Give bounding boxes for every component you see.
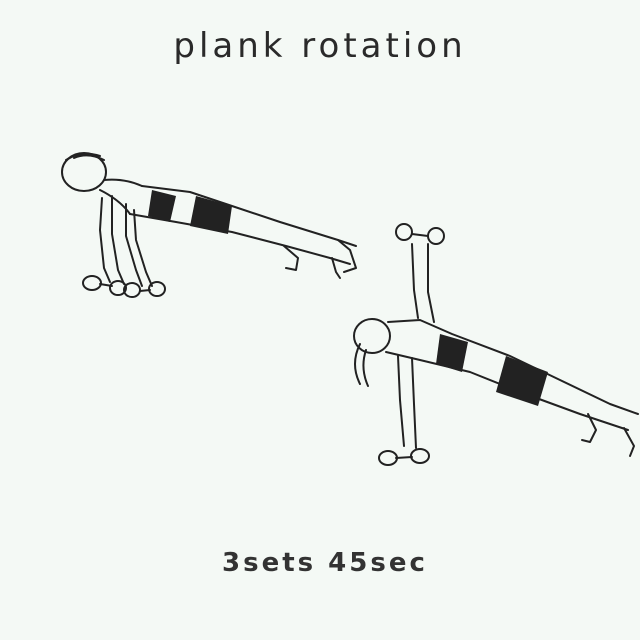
shoulder-line-1 [103,178,143,187]
shorts-2 [496,356,548,406]
caption-container: 3sets 45sec [222,548,502,588]
support-arm-a [397,355,405,447]
foot-2b [623,427,635,457]
top-band-2 [436,334,468,372]
foot-1a [337,239,357,273]
sets-duration-caption: 3sets 45sec [222,548,428,578]
foot-2a [581,413,597,443]
arm-1a [99,197,111,283]
ponytail-2b [362,349,369,387]
top-band-1 [148,190,176,222]
hair-1b [73,154,105,161]
arm-1b [111,195,125,285]
arm-1d [133,209,153,287]
back-line-2 [387,319,639,415]
dumbbell-floor-1 [82,275,127,296]
underside-line-1 [129,213,351,265]
dumbbell-raised [395,223,445,245]
raised-arm-a [411,243,419,319]
dumbbell-floor-2 [123,281,166,298]
hair-1 [65,152,101,161]
figure-plank-rotated [353,223,639,457]
exercise-title: plank rotation [173,26,467,66]
shorts-1 [190,196,232,234]
figure-plank-start [61,152,357,287]
dumbbell-floor-3 [378,448,430,466]
ponytail-2 [354,343,361,385]
support-arm-b [411,357,417,449]
underside-line-2 [385,351,629,431]
chest-line-1 [99,189,131,215]
head-2 [353,318,391,354]
arm-1c [125,203,143,287]
raised-arm-b [427,243,435,323]
foot-1c [331,257,341,279]
foot-1b [283,245,299,271]
back-line-1 [141,185,357,247]
